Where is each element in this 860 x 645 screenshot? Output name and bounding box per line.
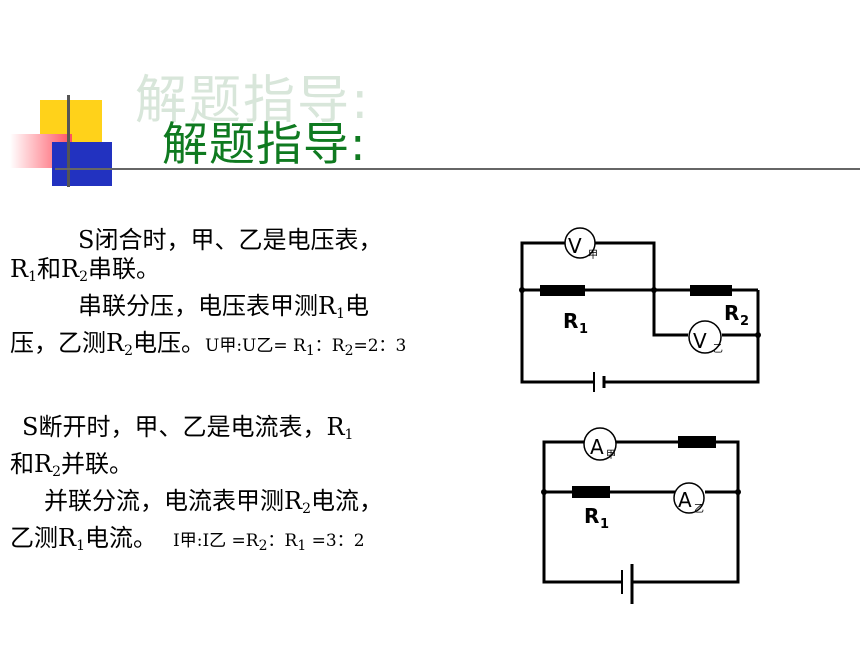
sub: 2	[344, 343, 354, 359]
text: =3：2	[306, 531, 365, 551]
wire	[652, 290, 688, 337]
resistor-r1	[572, 486, 610, 498]
node	[519, 287, 525, 293]
title-shadow: 解题指导:	[135, 71, 371, 131]
sub: 2	[258, 538, 268, 554]
meter-sub: 甲	[606, 450, 616, 461]
meter-label: V	[693, 329, 707, 353]
sub: 1	[305, 343, 315, 359]
ammeter-jia	[583, 427, 617, 461]
sub: 2	[302, 501, 311, 517]
meter-label: A	[590, 435, 604, 459]
wire	[604, 290, 760, 384]
r-sub: 2	[740, 314, 749, 329]
page-title: 解题指导:	[162, 117, 367, 171]
meter-label: V	[568, 234, 582, 258]
r-sub: 1	[579, 322, 588, 337]
wire	[615, 440, 740, 492]
sub: 2	[79, 269, 88, 285]
meter-label: A	[678, 488, 692, 512]
r-sub: 1	[600, 517, 609, 532]
node	[541, 489, 547, 495]
sub: 1	[297, 538, 307, 554]
deco-vertical-line	[67, 95, 70, 187]
circuit-1-wires	[520, 241, 760, 384]
text: U甲:U乙= R	[205, 336, 306, 356]
sub: 1	[28, 269, 37, 285]
text: 和R	[37, 255, 80, 283]
text: =2：3	[353, 336, 407, 356]
text: ：R	[267, 531, 298, 551]
text: 并联分流，电流表甲测R	[44, 487, 303, 515]
node	[651, 287, 657, 293]
voltmeter-jia	[564, 227, 596, 259]
closed-line-1: S闭合时，甲、乙是电压表，	[78, 226, 383, 254]
node	[735, 489, 741, 495]
text: 串联。	[88, 255, 160, 283]
text: 电	[345, 292, 369, 320]
deco-blue-block	[52, 142, 112, 186]
open-switch-explanation: S断开时，甲、乙是电流表，R1 和R2并联。 并联分流，电流表甲测R2电流， 乙…	[10, 413, 505, 561]
text: S断开时，甲、乙是电流表，R	[22, 413, 345, 441]
text: 电流。	[85, 524, 157, 552]
ammeter-yi	[673, 482, 705, 514]
wire	[632, 492, 740, 584]
text: R	[10, 255, 29, 283]
title-rule	[55, 168, 860, 170]
sub: 2	[124, 343, 133, 359]
voltmeter-yi	[688, 320, 722, 354]
text: 电压。	[133, 329, 205, 357]
text: 乙测R	[10, 524, 77, 552]
sub: 1	[344, 427, 354, 443]
text: 电流，	[311, 487, 383, 515]
sub: 1	[336, 306, 345, 322]
meter-sub: 乙	[713, 343, 723, 355]
voltage-ratio: U甲:U乙= R1：R2=2：3	[205, 336, 407, 359]
text: 串联分压，电压表甲测R	[78, 292, 337, 320]
r-label: R	[563, 309, 578, 333]
resistor-r2	[690, 285, 732, 296]
meter-sub: 甲	[588, 250, 598, 261]
current-ratio: I甲:I乙 =R2：R1 =3：2	[173, 531, 365, 554]
wire	[542, 492, 622, 584]
text: I甲:I乙 =R	[173, 531, 259, 551]
wire	[520, 290, 594, 384]
circuit-labels: V 甲 V 乙 R 1 R 2 A 甲 A 乙 R 1	[563, 234, 749, 532]
closed-switch-explanation: S闭合时，甲、乙是电压表， R1和R2串联。 串联分压，电压表甲测R1电 压，乙…	[10, 226, 505, 366]
resistor-r2	[678, 436, 716, 448]
sub: 1	[76, 538, 85, 554]
wire	[542, 440, 585, 492]
wire	[595, 241, 656, 290]
text: 和R	[10, 450, 53, 478]
text: 压，乙测R	[10, 329, 125, 357]
r-label: R	[724, 301, 739, 325]
text: 并联。	[61, 450, 133, 478]
resistor-r1	[540, 285, 585, 296]
sub: 2	[52, 464, 61, 480]
wire	[520, 241, 565, 290]
circuit-2-wires	[542, 440, 740, 584]
node	[755, 332, 761, 338]
r-label: R	[584, 504, 599, 528]
text: ：R	[314, 336, 345, 356]
meter-sub: 乙	[694, 503, 704, 515]
